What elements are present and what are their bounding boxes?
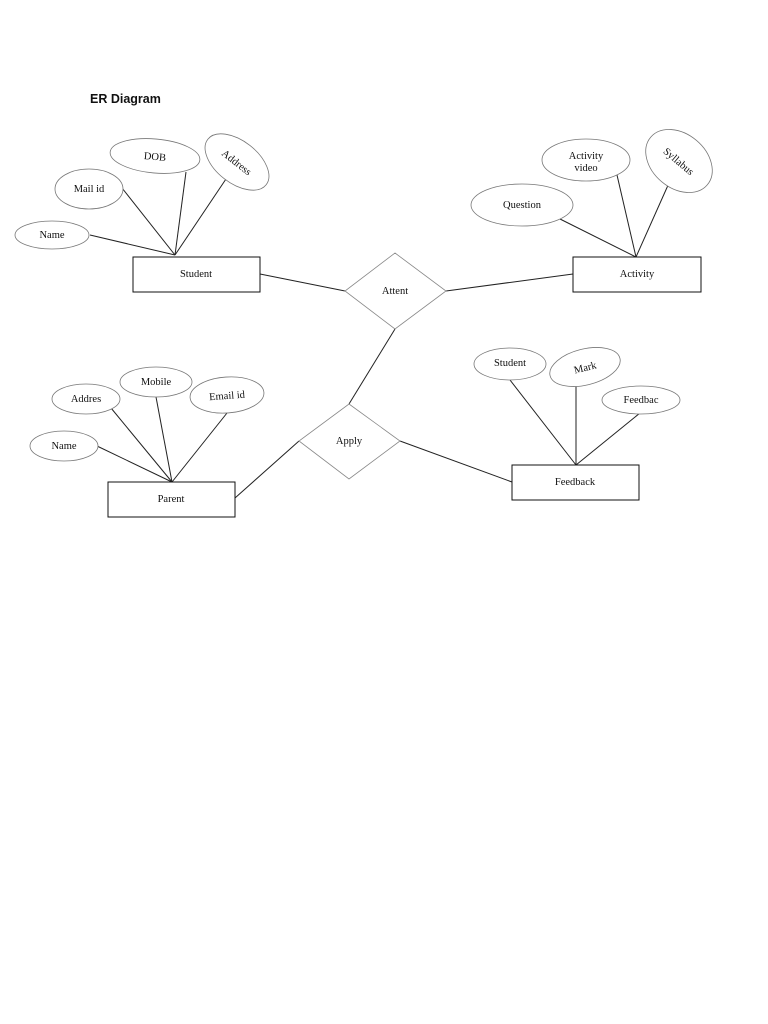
attribute-student-address: Address bbox=[204, 133, 270, 191]
attribute-student-dob: DOB bbox=[109, 138, 201, 174]
attribute-parent-name: Name bbox=[29, 430, 99, 462]
entity-activity-label: Activity bbox=[620, 269, 655, 280]
relationship-attent: Attent bbox=[344, 252, 447, 330]
entity-student-label: Student bbox=[180, 269, 212, 280]
attribute-activity-question: Question bbox=[470, 183, 574, 227]
attribute-student-dob-label: DOB bbox=[143, 151, 166, 164]
attribute-activity-syllabus: Syllabus bbox=[645, 129, 713, 193]
attribute-parent-addres: Addres bbox=[51, 383, 121, 415]
entity-feedback: Feedback bbox=[511, 464, 640, 501]
attribute-student-mail-id: Mail id bbox=[54, 168, 124, 210]
entity-parent-label: Parent bbox=[158, 494, 185, 505]
attribute-parent-name-label: Name bbox=[51, 441, 76, 452]
attribute-parent-mobile: Mobile bbox=[119, 366, 193, 398]
relationship-apply-label: Apply bbox=[336, 436, 363, 447]
attribute-student-name: Name bbox=[14, 220, 90, 250]
entity-activity: Activity bbox=[572, 256, 702, 293]
attribute-parent-mobile-label: Mobile bbox=[141, 377, 172, 388]
entity-student: Student bbox=[132, 256, 261, 293]
attribute-parent-email-id-label: Email id bbox=[209, 390, 246, 404]
attribute-student-name-label: Name bbox=[39, 230, 64, 241]
attribute-activity-video: Activity video bbox=[541, 138, 631, 182]
entity-feedback-label: Feedback bbox=[555, 477, 596, 488]
attribute-parent-addres-label: Addres bbox=[71, 394, 101, 405]
attribute-feedback-student: Student bbox=[473, 347, 547, 381]
attribute-activity-video-line2: video bbox=[574, 163, 597, 174]
page-title: ER Diagram bbox=[90, 92, 161, 106]
relationship-apply: Apply bbox=[298, 403, 401, 480]
attribute-parent-email-id: Email id bbox=[189, 376, 265, 414]
entity-parent: Parent bbox=[107, 481, 236, 518]
attribute-feedback-feedbac: Feedbac bbox=[601, 385, 681, 415]
relationship-attent-label: Attent bbox=[382, 286, 408, 297]
attribute-feedback-feedbac-label: Feedbac bbox=[624, 395, 659, 406]
attribute-student-mail-id-label: Mail id bbox=[74, 184, 105, 195]
attribute-activity-video-line1: Activity bbox=[569, 151, 604, 162]
attribute-feedback-student-label: Student bbox=[494, 358, 526, 369]
connector-lines bbox=[89, 171, 670, 499]
attribute-feedback-mark: Mark bbox=[549, 347, 621, 387]
attribute-activity-question-label: Question bbox=[503, 200, 542, 211]
